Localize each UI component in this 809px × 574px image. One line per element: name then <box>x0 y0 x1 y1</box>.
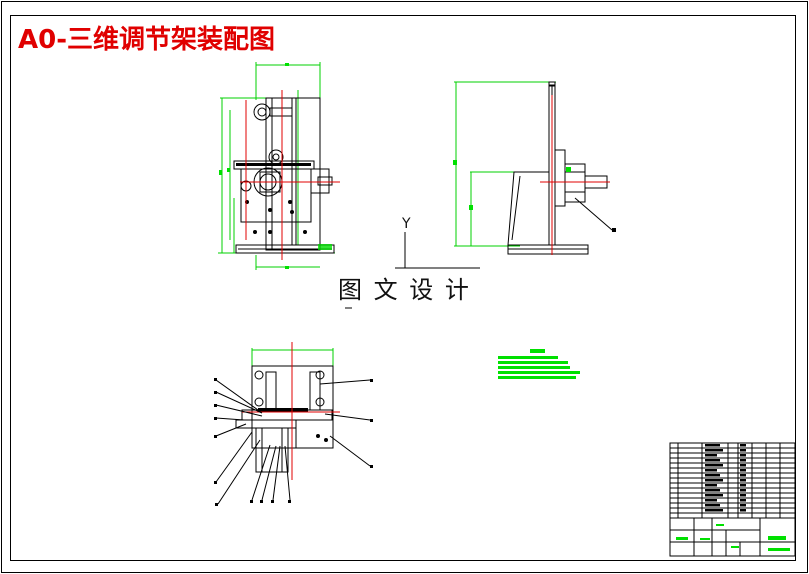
side-view <box>453 81 616 255</box>
drawing-title: A0-三维调节架装配图 <box>18 24 275 55</box>
top-view <box>214 342 373 506</box>
parts-list-table <box>669 442 796 519</box>
technical-notes <box>498 349 580 379</box>
axis-marker: Y <box>395 216 480 269</box>
inner-border <box>10 15 796 561</box>
axis-y-label: Y <box>401 216 411 232</box>
front-view <box>218 62 340 270</box>
watermark-text: 图 文 设 计 <box>338 276 471 304</box>
title-block <box>669 517 796 557</box>
